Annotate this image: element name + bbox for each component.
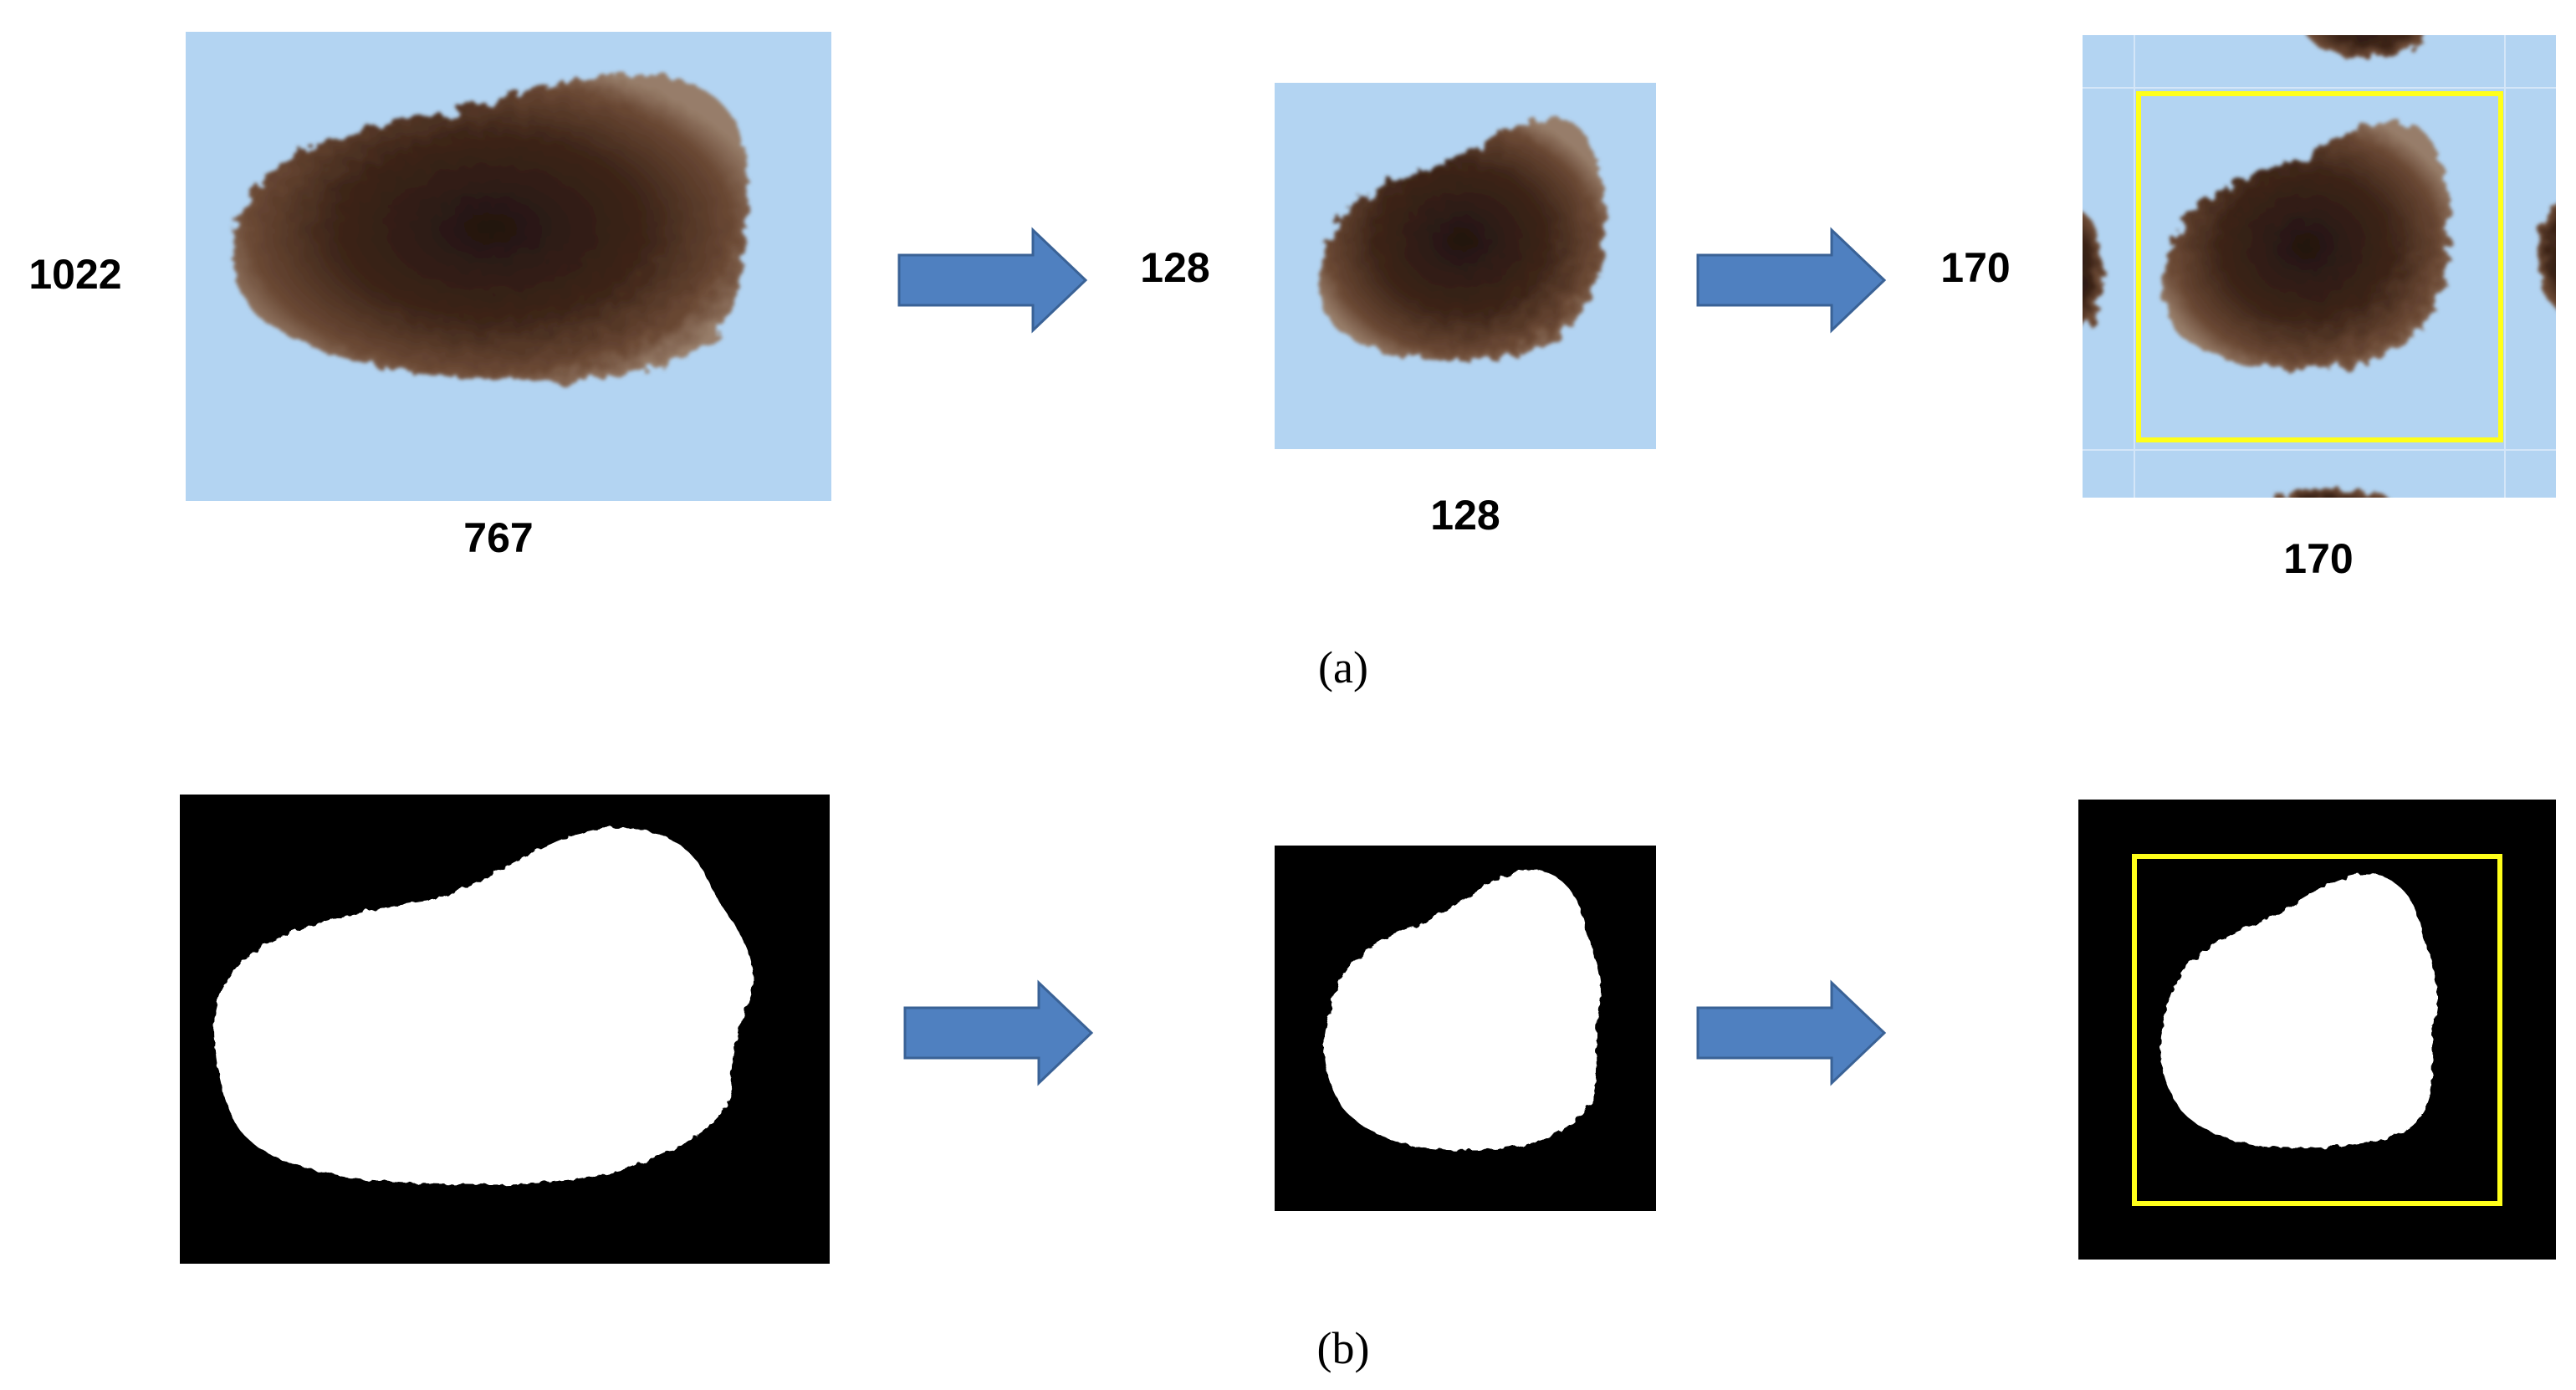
right-arrow-icon bbox=[1696, 979, 1887, 1086]
mirrored-lesion-bottom bbox=[2280, 488, 2387, 498]
crop-box bbox=[2136, 91, 2503, 442]
resized-lesion bbox=[1317, 119, 1606, 361]
arrow-a2 bbox=[1696, 227, 1887, 334]
padded-lesion bbox=[2162, 122, 2451, 370]
resized-mask-lesion bbox=[1323, 870, 1602, 1151]
padded-mask bbox=[2078, 800, 2556, 1260]
resized-image bbox=[1275, 83, 1656, 449]
original-height-label: 1022 bbox=[28, 251, 121, 298]
padded-height-label: 170 bbox=[1940, 244, 2010, 291]
mirrored-lesion-left bbox=[2083, 212, 2103, 332]
caption-b: (b) bbox=[1317, 1323, 1370, 1373]
padded-image bbox=[2083, 35, 2556, 498]
original-mask-lesion bbox=[214, 827, 754, 1185]
resized-mask bbox=[1275, 846, 1656, 1211]
resized-width-label: 128 bbox=[1430, 492, 1500, 539]
right-arrow-icon bbox=[897, 227, 1088, 334]
original-width-label: 767 bbox=[463, 514, 533, 561]
arrow-b1 bbox=[903, 979, 1094, 1086]
arrow-a1 bbox=[897, 227, 1088, 334]
original-image bbox=[186, 32, 831, 501]
padded-width-label: 170 bbox=[2283, 535, 2353, 582]
caption-a: (a) bbox=[1318, 642, 1368, 692]
padded-mask-lesion bbox=[2159, 874, 2438, 1148]
mirrored-lesion-top bbox=[2307, 35, 2427, 59]
arrow-b2 bbox=[1696, 979, 1887, 1086]
original-mask bbox=[180, 795, 830, 1264]
mask-crop-box bbox=[2132, 854, 2502, 1206]
resized-height-label: 128 bbox=[1140, 244, 1209, 291]
mirrored-lesion-right bbox=[2538, 201, 2556, 309]
right-arrow-icon bbox=[1696, 227, 1887, 334]
right-arrow-icon bbox=[903, 979, 1094, 1086]
original-lesion bbox=[233, 74, 749, 382]
